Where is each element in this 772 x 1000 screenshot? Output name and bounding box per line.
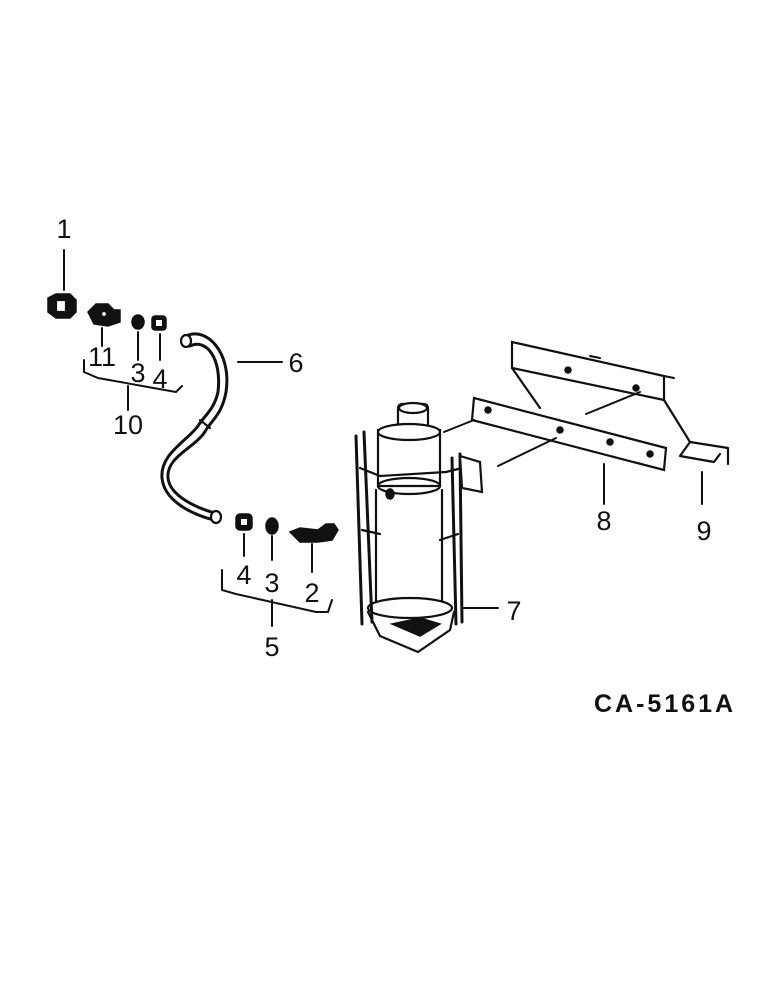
- callout-6: 6: [288, 348, 303, 378]
- callout-3-upper: 3: [130, 358, 145, 388]
- callout-9: 9: [696, 516, 711, 546]
- part-4-nut-upper: [151, 315, 167, 331]
- callout-4-lower: 4: [236, 560, 251, 590]
- drawing-code: CA-5161A: [594, 690, 736, 718]
- part-11-valve: [87, 303, 121, 327]
- part-9-mounting-channel: [510, 340, 730, 466]
- callout-10: 10: [113, 410, 143, 440]
- callout-1: 1: [56, 214, 71, 244]
- bracket-5: [221, 569, 333, 613]
- guide-line-filter: [443, 419, 475, 433]
- callout-8: 8: [596, 506, 611, 536]
- part-8-mounting-plate: [470, 396, 668, 472]
- part-1-fitting: [47, 293, 77, 319]
- callout-3-lower: 3: [264, 568, 279, 598]
- guide-line-8: [497, 437, 557, 467]
- guide-line-9: [585, 391, 641, 415]
- part-3-washer-lower: [265, 517, 279, 535]
- part-3-washer-upper: [131, 314, 145, 330]
- part-2-elbow: [288, 523, 339, 543]
- callout-4-upper: 4: [152, 364, 167, 394]
- part-4-nut-lower: [235, 513, 253, 531]
- part-6-hose: [160, 332, 229, 525]
- callout-11: 11: [88, 342, 116, 372]
- callout-2: 2: [304, 578, 319, 608]
- callout-7: 7: [506, 596, 521, 626]
- bracket-10: [83, 359, 183, 394]
- callout-5: 5: [264, 632, 279, 662]
- part-7-filter-canister: [354, 401, 484, 654]
